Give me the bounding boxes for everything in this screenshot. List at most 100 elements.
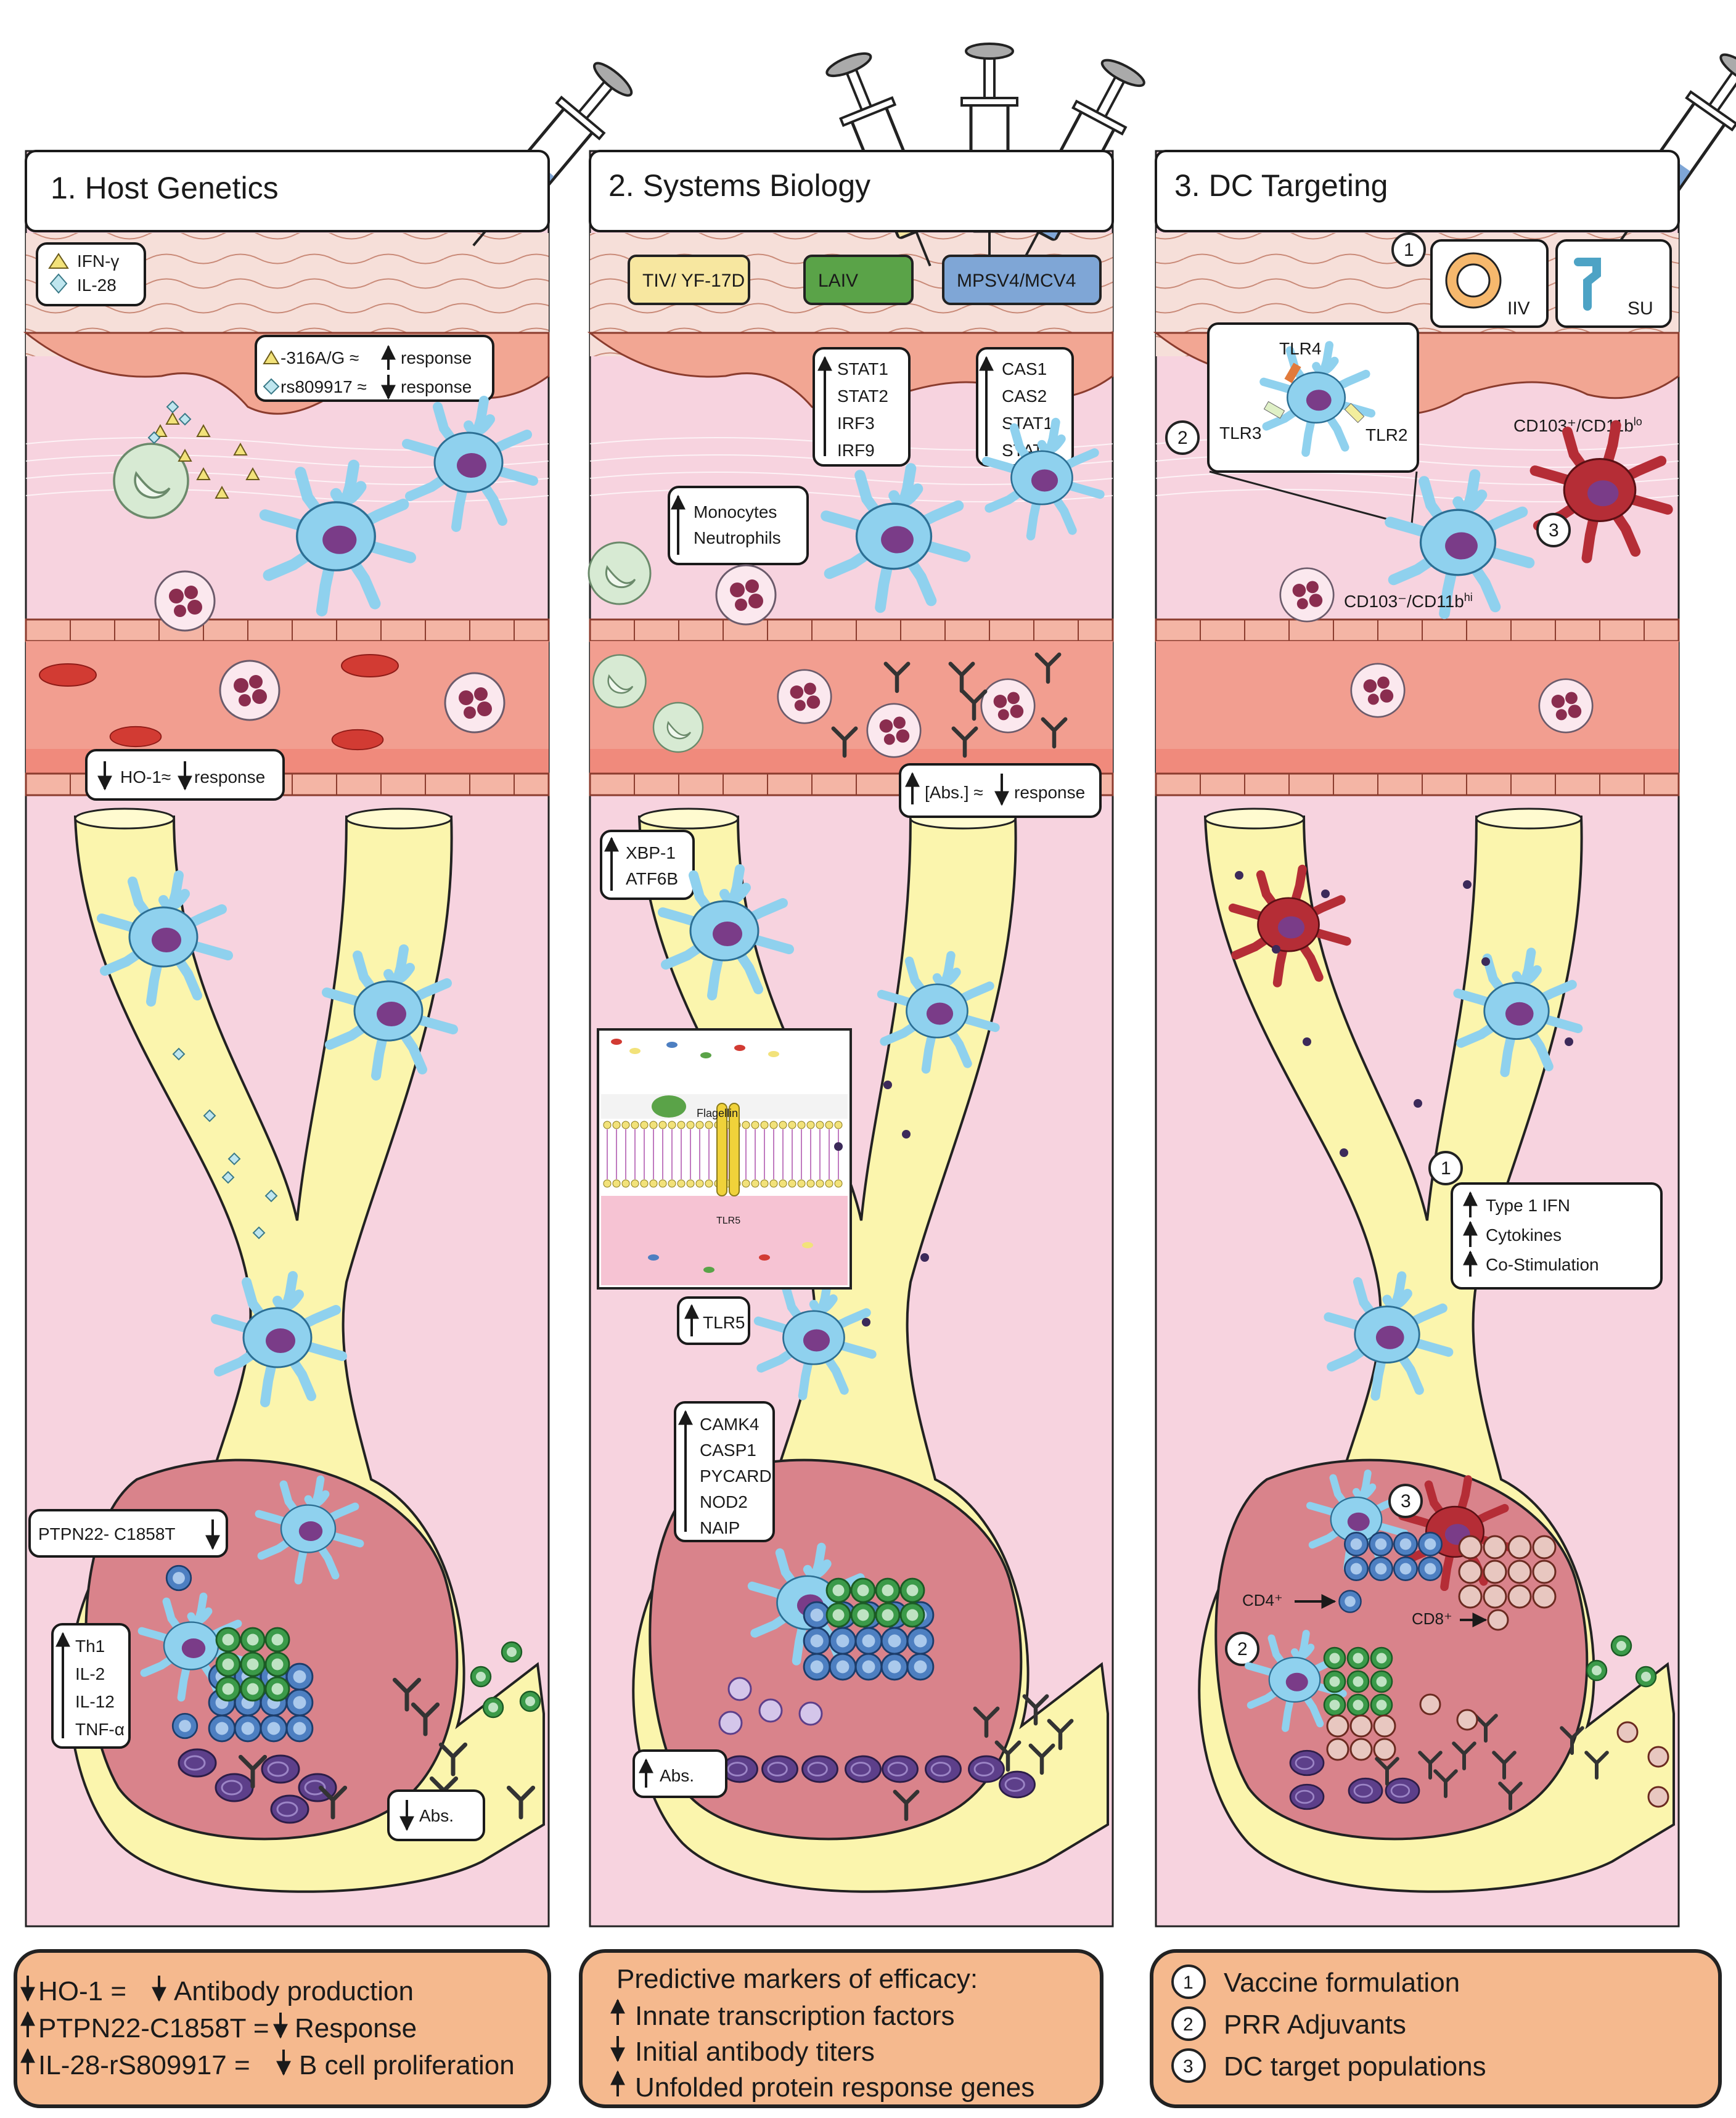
- neutrophil: [715, 564, 777, 626]
- plasma-cell: [178, 1748, 217, 1778]
- neutrophil: [1538, 678, 1594, 734]
- syringe-flange: [960, 97, 1018, 107]
- vessel-wall-top: [1155, 618, 1680, 642]
- plasma-cell: [801, 1755, 838, 1783]
- b-cell: [906, 1653, 935, 1681]
- cd8-t-cell: [1326, 1738, 1349, 1761]
- syringe-thumb: [825, 52, 872, 78]
- cd4-label: CD4⁺: [1242, 1591, 1283, 1609]
- lipid-head: [612, 1121, 621, 1129]
- t-cell: [875, 1577, 901, 1603]
- inflammasome-box: [674, 1401, 775, 1542]
- flagellin-blob: [652, 1095, 686, 1118]
- cd8-t-cell: [1507, 1535, 1532, 1560]
- t-cell: [899, 1577, 925, 1603]
- summary3-text-2: DC target populations: [1224, 2051, 1486, 2082]
- neutrophil: [777, 669, 832, 724]
- summary3-num-2: 3: [1183, 2056, 1194, 2077]
- vaccine-box: [628, 255, 750, 305]
- neutrophil: [866, 703, 922, 758]
- il28-icon: [203, 1109, 216, 1122]
- memory-b-cell: [758, 1698, 783, 1723]
- cd8-t-cell: [1349, 1714, 1373, 1738]
- lymph-opening: [74, 808, 175, 830]
- ptpn22-box: [28, 1509, 228, 1558]
- t-cell: [825, 1577, 851, 1603]
- b-cell: [880, 1653, 909, 1681]
- badge-3-top: [1536, 513, 1571, 547]
- stat-left-3: IRF9: [837, 441, 875, 460]
- t-cell: [1323, 1646, 1346, 1670]
- plasma-cell: [270, 1794, 309, 1824]
- b-cell: [285, 1688, 314, 1717]
- cd8-t-cell: [1373, 1714, 1396, 1738]
- lipid-head: [769, 1179, 778, 1188]
- lymph-opening: [345, 808, 452, 830]
- lipid-head: [788, 1121, 796, 1129]
- tlr4-label: TLR4: [1279, 339, 1321, 358]
- ifn-gamma-icon: [245, 467, 260, 480]
- t-cell: [825, 1602, 851, 1628]
- memory-b-cell: [718, 1711, 743, 1735]
- formulation-su: SU: [1628, 298, 1653, 319]
- b-cell: [1344, 1532, 1369, 1556]
- plasma-cell: [1385, 1777, 1420, 1804]
- upr-0: XBP-1: [626, 843, 676, 862]
- upr-box: [600, 830, 695, 900]
- tlr5-label: TLR5: [703, 1313, 745, 1332]
- lipid-head: [677, 1121, 686, 1129]
- badge-3-node: [1388, 1484, 1423, 1518]
- number-badge: [1171, 2048, 1206, 2083]
- triangle-icon: [48, 253, 69, 269]
- cd8-t-cell: [1532, 1535, 1557, 1560]
- memory-b-cell: [727, 1677, 752, 1701]
- legend-il28: IL-28: [77, 276, 117, 295]
- panel-title-box: [25, 150, 550, 232]
- subunit-protein-icon: [1574, 258, 1601, 311]
- lipid-head: [760, 1179, 769, 1188]
- plasma-cell: [721, 1755, 758, 1783]
- summary3-text-0: Vaccine formulation: [1224, 1968, 1460, 1998]
- lipid-head: [631, 1179, 639, 1188]
- abs-label: Abs.: [419, 1806, 454, 1825]
- lipid-head: [603, 1121, 612, 1129]
- upr-1: ATF6B: [626, 869, 678, 888]
- stat-right-0: CAS1: [1002, 359, 1047, 378]
- vaccine-label-2: MPSV4/MCV4: [957, 271, 1076, 291]
- summary3-text-1: PRR Adjuvants: [1224, 2010, 1406, 2040]
- t-cell: [1635, 1666, 1657, 1688]
- t-cell: [240, 1627, 266, 1653]
- lipid-head: [640, 1179, 649, 1188]
- il28-icon: [172, 1047, 186, 1061]
- b-cell: [854, 1627, 883, 1655]
- summary1-a-0: HO-1 =: [38, 1976, 126, 2006]
- inset-connector: [1209, 470, 1406, 525]
- b-cell: [803, 1627, 831, 1655]
- stat-left-box: [813, 347, 911, 467]
- panel-title: 1. Host Genetics: [51, 171, 279, 205]
- ptpn22-label: PTPN22- C1858T: [38, 1524, 176, 1544]
- ifn-gamma-icon: [153, 423, 168, 437]
- formulation-iiv: IIV: [1507, 298, 1530, 319]
- b-cell: [1418, 1532, 1443, 1556]
- tlr3-label: TLR3: [1219, 423, 1261, 443]
- bacteria-fragment: [666, 1042, 678, 1048]
- b-cell: [171, 1712, 199, 1740]
- ho1-label: HO-1≈: [120, 767, 171, 787]
- badge-2-top: [1165, 420, 1200, 455]
- inset-connector: [1410, 471, 1418, 525]
- dc-subset-1-sup: lo: [1634, 415, 1642, 428]
- badge-1-top-text: 1: [1404, 240, 1414, 260]
- lipid-head: [668, 1179, 676, 1188]
- summary2-line-0: Innate transcription factors: [635, 2001, 954, 2031]
- lipid-head: [705, 1121, 713, 1129]
- cytokine-box: [51, 1623, 131, 1749]
- cd8-t-cell: [1326, 1714, 1349, 1738]
- cd8-t-cell: [1616, 1721, 1639, 1743]
- outcome-0: Type 1 IFN: [1486, 1196, 1570, 1215]
- antigen-dot: [1272, 945, 1280, 954]
- lipid-head: [695, 1179, 704, 1188]
